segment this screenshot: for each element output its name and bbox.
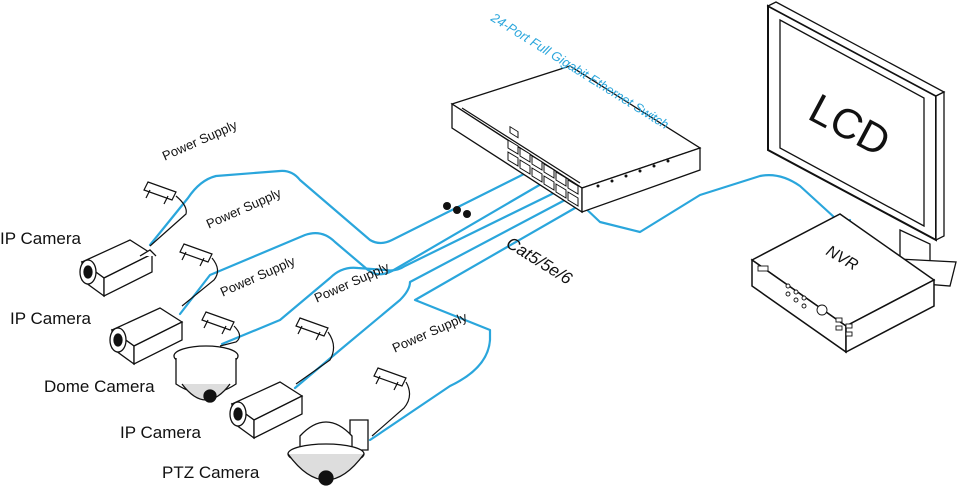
lcd-monitor (766, 1, 957, 287)
cable-ptz-camera (368, 206, 577, 442)
camera-label: IP Camera (0, 229, 81, 248)
cable-ip-camera-3 (293, 198, 567, 390)
cable-type-label: Cat5/5e/6 (503, 233, 576, 288)
power-supply-icon (143, 181, 187, 247)
power-supply-icon (179, 243, 219, 307)
camera-label: IP Camera (10, 309, 91, 328)
power-supply-label: Power Supply (160, 117, 240, 164)
cable-ip-camera-2 (178, 178, 550, 316)
ip-camera-1-icon (79, 239, 157, 298)
cables (148, 164, 852, 442)
dome-camera-icon (173, 345, 239, 403)
cable-switch-to-nvr (580, 174, 848, 234)
power-supply-icon (371, 367, 411, 437)
camera-label: Dome Camera (44, 377, 155, 396)
camera-label: IP Camera (120, 423, 201, 442)
power-supply-label: Power Supply (390, 309, 470, 356)
ip-camera-3-icon (229, 381, 304, 440)
power-supply-label: Power Supply (218, 253, 298, 300)
cable-ip-camera-1 (148, 164, 542, 247)
port-grid (507, 139, 579, 207)
nvr-recorder (750, 213, 936, 354)
cable-dome-camera (220, 190, 558, 346)
ethernet-switch (450, 65, 702, 214)
power-supply-label: Power Supply (204, 185, 284, 232)
switch-ports (509, 125, 519, 139)
camera-label: PTZ Camera (162, 463, 260, 482)
ptz-camera-icon (287, 419, 369, 486)
power-supply-icon (201, 311, 241, 347)
power-supplies (143, 181, 411, 437)
ip-camera-2-icon (109, 307, 184, 366)
power-supply-icon (295, 317, 335, 385)
more-cameras-dots (443, 202, 471, 218)
